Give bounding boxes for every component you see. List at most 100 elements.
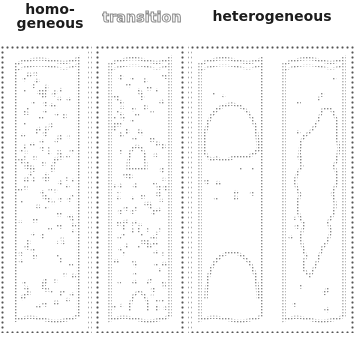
column-homogeneous xyxy=(16,58,78,321)
gas-bubble xyxy=(112,305,117,310)
gas-bubble xyxy=(138,223,142,227)
gas-bubble xyxy=(43,131,48,136)
gas-bubble xyxy=(115,96,120,101)
gas-bubble xyxy=(60,237,64,241)
gas-bubble xyxy=(126,220,130,224)
gas-bubble xyxy=(121,116,125,120)
gas-bubble xyxy=(69,263,73,267)
gas-bubble xyxy=(24,150,27,153)
gas-bubble xyxy=(147,243,152,248)
gas-bubble xyxy=(26,107,30,111)
gas-bubble xyxy=(25,161,30,166)
gas-bubble xyxy=(66,184,70,188)
gas-bubble xyxy=(49,103,54,108)
gas-bubble xyxy=(24,186,28,190)
gas-bubble xyxy=(234,190,239,195)
gas-bubble xyxy=(222,94,225,97)
gas-bubble xyxy=(22,281,26,285)
gas-bubble xyxy=(45,206,48,209)
gas-bubble xyxy=(48,151,52,155)
gas-bubble xyxy=(24,245,29,250)
gas-bubble xyxy=(65,177,68,180)
gas-bubble xyxy=(153,181,157,185)
gas-bubble xyxy=(117,196,121,200)
gas-bubble xyxy=(66,298,70,302)
gas-bubble xyxy=(23,111,27,115)
gas-bubble xyxy=(214,197,218,201)
gas-bubble xyxy=(250,191,255,196)
gas-bubble xyxy=(120,106,124,110)
gas-bubble xyxy=(162,177,166,181)
gas-bubble xyxy=(31,101,35,105)
gas-bubble xyxy=(154,250,159,255)
gas-bubble xyxy=(134,207,138,211)
gas-bubble xyxy=(154,237,157,240)
gas-bubble xyxy=(23,156,26,159)
gas-bubble xyxy=(58,149,61,152)
gas-bubble xyxy=(40,146,45,151)
gas-bubble xyxy=(293,217,296,220)
gas-bubble xyxy=(133,273,136,276)
column-heterogeneous-right xyxy=(284,58,344,321)
gas-bubble xyxy=(130,228,134,232)
gas-bubble xyxy=(52,93,56,97)
gas-bubble xyxy=(139,95,144,100)
gas-bubble xyxy=(113,184,117,188)
gas-bubble xyxy=(33,156,37,160)
gas-bubble xyxy=(119,149,123,153)
gas-bubble xyxy=(26,291,31,296)
gas-bubble xyxy=(333,77,336,80)
gas-bubble xyxy=(23,89,27,93)
gas-bubble xyxy=(57,152,62,157)
gas-bubble xyxy=(146,86,151,91)
gas-bubble xyxy=(26,240,31,245)
cap-bubble-lower-transition xyxy=(130,292,148,312)
gas-bubble xyxy=(154,263,158,267)
gas-bubble xyxy=(35,130,39,134)
gas-bubble xyxy=(299,284,303,288)
gas-bubble xyxy=(156,299,160,303)
gas-bubble xyxy=(156,192,161,197)
gas-bubble xyxy=(162,262,167,267)
gas-bubble xyxy=(239,167,242,170)
gas-bubble xyxy=(40,139,45,144)
gas-bubble xyxy=(132,107,136,111)
gas-bubble xyxy=(58,258,62,262)
gas-bubble xyxy=(153,153,157,157)
gas-bubble xyxy=(120,112,124,116)
gas-bubble xyxy=(130,196,134,200)
gas-bubble xyxy=(152,241,157,246)
gas-bubble xyxy=(116,111,119,114)
gas-bubble xyxy=(204,179,209,184)
gas-bubble xyxy=(151,294,154,297)
gas-bubble xyxy=(156,304,160,308)
gas-bubble xyxy=(57,97,61,101)
gas-bubble xyxy=(49,123,53,127)
gas-bubble xyxy=(22,77,26,81)
gas-bubble xyxy=(113,116,117,120)
gas-bubble xyxy=(143,78,148,83)
gas-bubble xyxy=(215,181,220,186)
gas-bubble xyxy=(119,100,123,104)
cap-bubble-upper-transition xyxy=(128,146,146,168)
gas-bubble xyxy=(67,97,71,101)
gas-bubble xyxy=(150,110,153,113)
gas-bubble xyxy=(36,204,40,208)
gas-bubble xyxy=(158,228,161,231)
gas-bubble xyxy=(32,254,37,259)
gas-bubble xyxy=(137,88,140,91)
gas-bubble xyxy=(133,262,138,267)
gas-bubble xyxy=(120,304,123,307)
gas-bubble xyxy=(289,235,293,239)
gas-bubble xyxy=(130,77,134,81)
gas-bubble xyxy=(317,97,321,101)
gas-bubble xyxy=(124,206,129,211)
large-bubble-upper xyxy=(204,104,258,160)
gas-bubble xyxy=(63,115,67,119)
gas-bubble xyxy=(251,167,255,171)
gas-bubble xyxy=(58,197,62,201)
gas-bubble xyxy=(160,168,165,173)
gas-bubble xyxy=(57,135,62,140)
gas-bubble xyxy=(18,252,22,256)
gas-bubble xyxy=(132,280,137,285)
